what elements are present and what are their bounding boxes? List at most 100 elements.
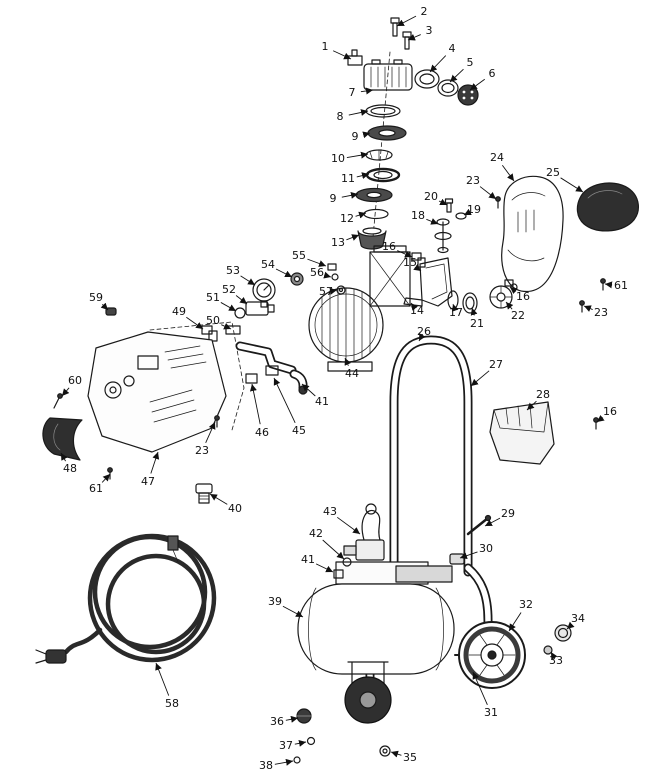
callout-leader-48 bbox=[60, 452, 68, 462]
callout-label-16: 16 bbox=[382, 240, 396, 253]
callout-leader-61 bbox=[101, 473, 111, 483]
callout-leader-41 bbox=[315, 563, 334, 573]
callout-label-24: 24 bbox=[490, 151, 504, 164]
callout-label-57: 57 bbox=[319, 285, 333, 298]
callout-leader-3 bbox=[407, 34, 421, 41]
callout-label-54: 54 bbox=[261, 258, 275, 271]
callout-label-30: 30 bbox=[479, 542, 493, 555]
callout-label-4: 4 bbox=[449, 42, 456, 55]
callout-label-38: 38 bbox=[259, 759, 273, 772]
valve-rod-drawing bbox=[434, 198, 467, 254]
callout-label-13: 13 bbox=[331, 236, 345, 249]
callout-leader-14 bbox=[410, 302, 419, 311]
callout-leader-61 bbox=[604, 281, 613, 289]
callout-label-43: 43 bbox=[323, 505, 337, 518]
callout-label-10: 10 bbox=[331, 152, 345, 165]
callout-label-26: 26 bbox=[417, 325, 431, 338]
callout-leader-32 bbox=[508, 612, 522, 632]
callout-leader-40 bbox=[209, 493, 228, 505]
hose-drawing bbox=[35, 533, 217, 664]
callout-leader-20 bbox=[438, 198, 448, 206]
callout-label-9: 9 bbox=[352, 130, 359, 143]
callout-leader-29 bbox=[484, 517, 501, 527]
callout-leader-35 bbox=[390, 750, 402, 758]
callout-label-33: 33 bbox=[549, 654, 563, 667]
callout-label-12: 12 bbox=[340, 212, 354, 225]
callout-leader-15 bbox=[413, 264, 422, 272]
callout-leader-26 bbox=[418, 333, 426, 342]
callout-leader-8 bbox=[348, 109, 369, 116]
callout-leader-58 bbox=[155, 662, 170, 696]
callout-leader-21 bbox=[470, 307, 478, 316]
callout-label-22: 22 bbox=[511, 309, 525, 322]
callout-leader-47 bbox=[150, 451, 160, 474]
callout-leader-9 bbox=[341, 191, 359, 199]
wheel-drawing bbox=[344, 621, 572, 724]
callout-label-19: 19 bbox=[467, 203, 481, 216]
callout-label-60: 60 bbox=[68, 374, 82, 387]
callout-leader-25 bbox=[560, 177, 584, 193]
callout-label-14: 14 bbox=[410, 304, 424, 317]
callout-label-7: 7 bbox=[349, 86, 356, 99]
callout-leader-18 bbox=[426, 218, 439, 225]
callout-label-36: 36 bbox=[270, 715, 284, 728]
screw-glyphs bbox=[53, 196, 606, 480]
callout-label-20: 20 bbox=[424, 190, 438, 203]
shroud-drawing bbox=[501, 175, 639, 293]
callout-label-42: 42 bbox=[309, 527, 323, 540]
callout-label-23: 23 bbox=[594, 306, 608, 319]
callout-leader-11 bbox=[356, 172, 370, 180]
callout-leader-12 bbox=[355, 211, 367, 219]
callout-leader-53 bbox=[240, 275, 256, 286]
callout-label-18: 18 bbox=[411, 209, 425, 222]
callout-label-35: 35 bbox=[403, 751, 417, 764]
callout-label-51: 51 bbox=[206, 291, 220, 304]
callout-label-55: 55 bbox=[292, 249, 306, 262]
callout-leader-41 bbox=[301, 383, 316, 397]
callout-label-52: 52 bbox=[222, 283, 236, 296]
callout-leader-16 bbox=[596, 414, 605, 423]
callout-label-3: 3 bbox=[426, 24, 433, 37]
callout-leader-9 bbox=[362, 131, 371, 139]
callout-label-15: 15 bbox=[403, 256, 417, 269]
callout-label-44: 44 bbox=[345, 367, 359, 380]
callout-leader-1 bbox=[332, 50, 352, 60]
callout-leader-2 bbox=[396, 15, 417, 27]
callout-leader-52 bbox=[235, 295, 248, 305]
callout-leader-51 bbox=[220, 302, 237, 312]
callout-leader-31 bbox=[472, 671, 488, 705]
callout-leader-37 bbox=[294, 739, 307, 747]
callout-leader-27 bbox=[470, 370, 490, 387]
callout-label-61: 61 bbox=[614, 279, 628, 292]
callout-label-28: 28 bbox=[536, 388, 550, 401]
callout-label-27: 27 bbox=[489, 358, 503, 371]
callout-label-45: 45 bbox=[292, 424, 306, 437]
callout-leader-7 bbox=[360, 87, 374, 95]
callout-label-2: 2 bbox=[421, 5, 428, 18]
callout-leader-16 bbox=[509, 286, 518, 295]
callout-label-59: 59 bbox=[89, 291, 103, 304]
callout-leader-10 bbox=[346, 151, 369, 159]
callout-label-47: 47 bbox=[141, 475, 155, 488]
callout-label-40: 40 bbox=[228, 502, 242, 515]
callout-leader-39 bbox=[282, 605, 304, 618]
callout-label-31: 31 bbox=[484, 706, 498, 719]
callout-leader-54 bbox=[275, 268, 293, 278]
callout-leader-50 bbox=[221, 322, 232, 330]
callout-leader-44 bbox=[344, 357, 352, 366]
callout-leader-6 bbox=[469, 78, 485, 91]
callout-leader-22 bbox=[505, 301, 514, 310]
callout-label-61: 61 bbox=[89, 482, 103, 495]
callout-leader-23 bbox=[479, 186, 497, 200]
callout-label-46: 46 bbox=[255, 426, 269, 439]
callout-leader-38 bbox=[274, 758, 294, 766]
callout-label-23: 23 bbox=[195, 444, 209, 457]
artwork-layer bbox=[35, 17, 639, 764]
callout-leader-19 bbox=[463, 208, 472, 216]
callout-label-17: 17 bbox=[449, 306, 463, 319]
callout-leader-55 bbox=[307, 258, 327, 267]
callout-leader-13 bbox=[346, 234, 360, 241]
